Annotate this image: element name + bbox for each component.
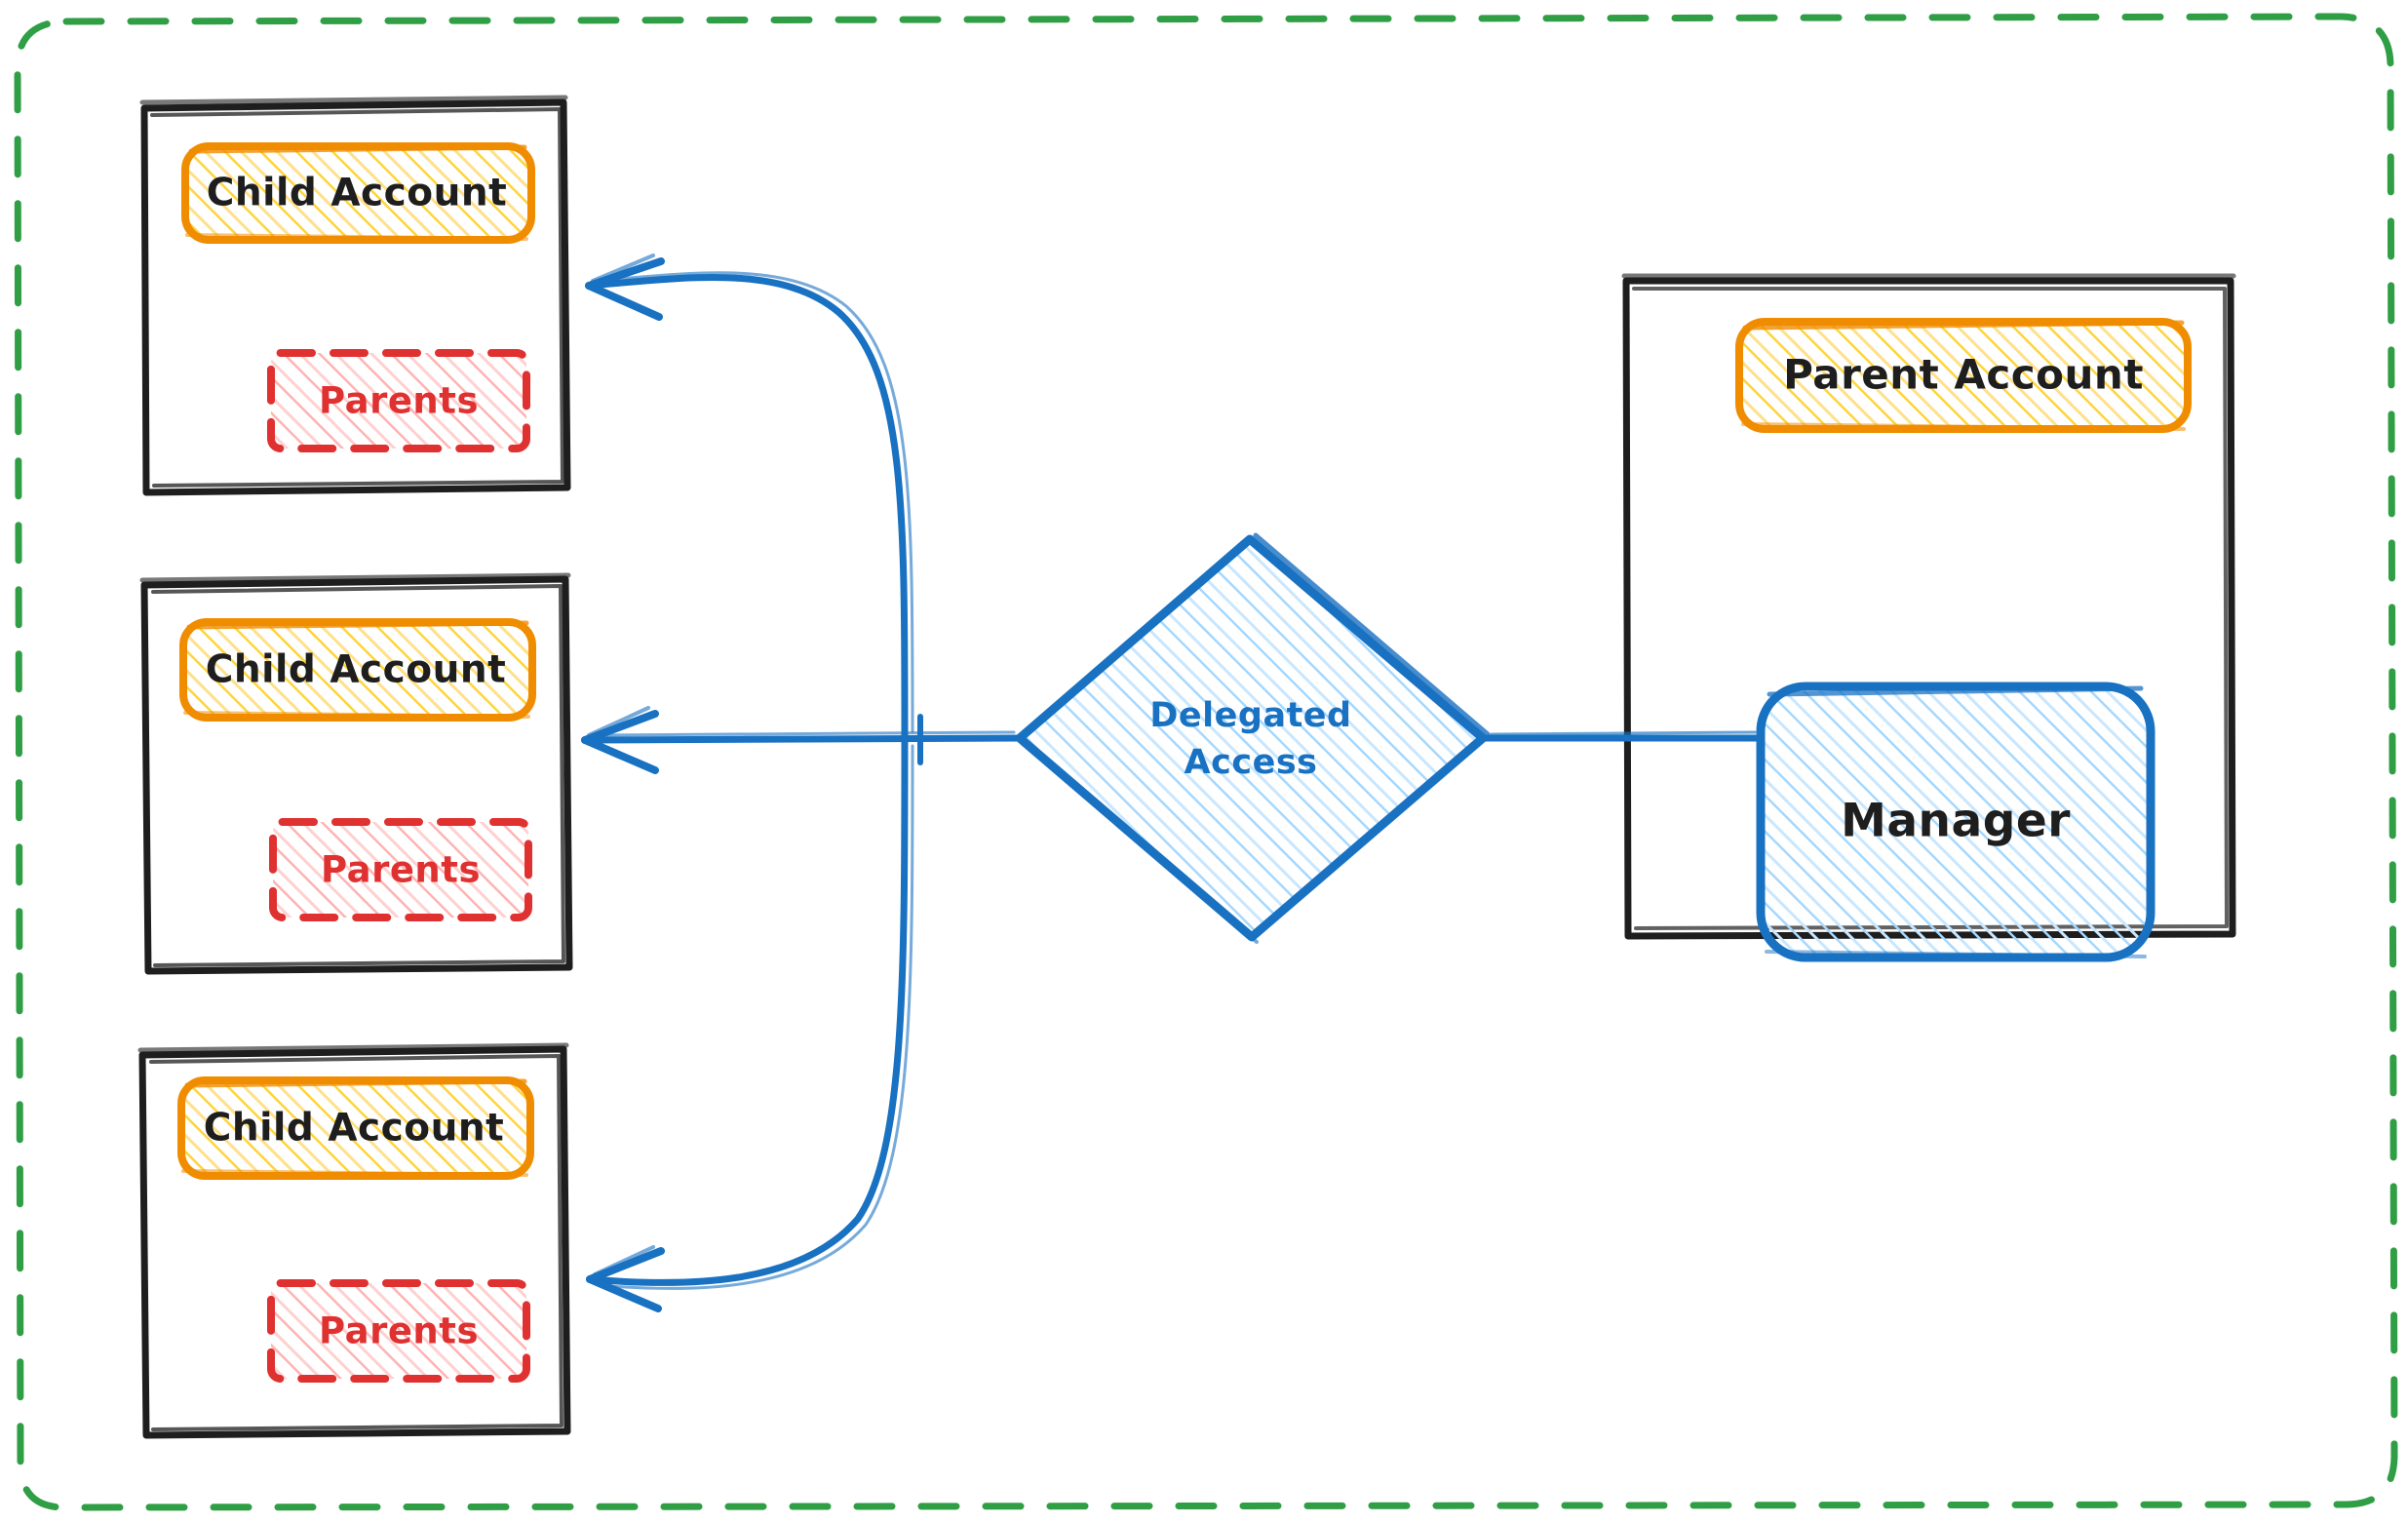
child-account-label-3: Child Account <box>204 1107 505 1151</box>
parents-label-3: Parents <box>319 1310 479 1352</box>
child-account-node-1[interactable]: Child Account <box>181 142 535 244</box>
parent-account-node[interactable]: Parent Account <box>1735 318 2192 433</box>
parents-node-1[interactable]: Parents <box>267 349 530 452</box>
parents-node-2[interactable]: Parents <box>269 818 532 921</box>
delegated-access-label-line2: Access <box>1185 743 1318 782</box>
parent-account-label: Parent Account <box>1783 351 2144 399</box>
delegated-access-label-line1: Delegated <box>1149 696 1351 735</box>
parent-container[interactable]: Parent Account Manager <box>1621 273 2236 962</box>
parents-label-2: Parents <box>321 849 481 891</box>
manager-node[interactable]: Manager <box>1756 682 2156 962</box>
child-container-2[interactable]: Child Account Parents <box>139 572 573 975</box>
child-account-label-1: Child Account <box>207 172 508 215</box>
child-container-3[interactable]: Child Account Parents <box>137 1042 571 1439</box>
edge-manager-to-diamond <box>1479 730 1765 742</box>
delegated-access-diamond[interactable]: Delegated Access <box>1015 532 1491 944</box>
parents-node-3[interactable]: Parents <box>267 1279 530 1383</box>
child-account-label-2: Child Account <box>206 648 507 692</box>
outer-boundary <box>14 13 2398 1511</box>
parents-label-1: Parents <box>319 380 479 422</box>
edge-diamond-to-child-2 <box>581 706 1024 774</box>
child-account-node-3[interactable]: Child Account <box>177 1076 534 1180</box>
child-account-node-2[interactable]: Child Account <box>179 618 536 722</box>
edge-diamond-to-child-1 <box>585 254 914 742</box>
manager-label: Manager <box>1841 795 2071 848</box>
child-container-1[interactable]: Child Account Parents <box>139 95 571 496</box>
edge-diamond-to-child-3 <box>586 714 923 1312</box>
